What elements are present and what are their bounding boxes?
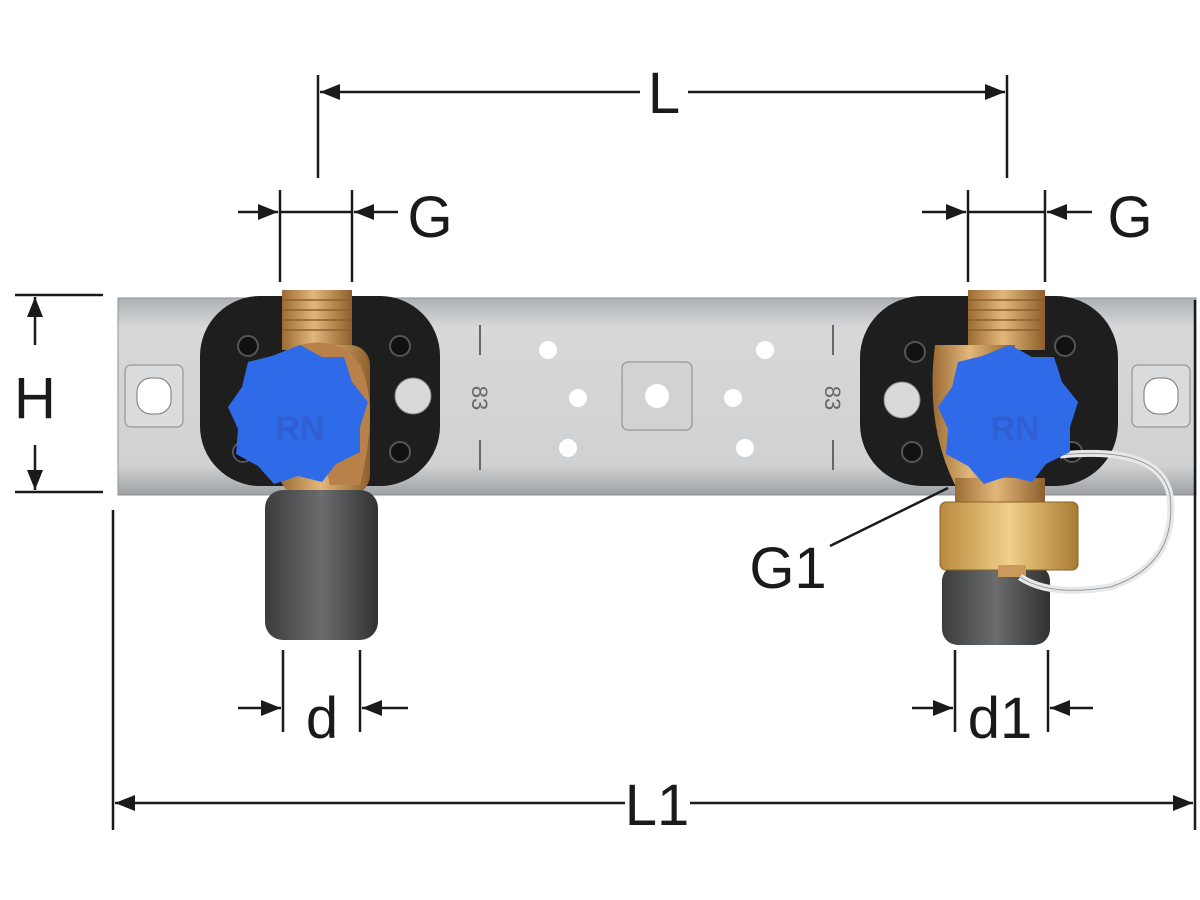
union-nut: [939, 501, 1079, 571]
screw-icon: [394, 377, 432, 415]
bracket-marking-right: 83: [820, 386, 845, 410]
knob-logo: RN: [990, 410, 1039, 448]
dimension-lines: [15, 75, 1197, 830]
screw-icon: [883, 381, 921, 419]
right-valve-assembly: RN: [860, 290, 1175, 645]
dimension-label-G-right: G: [1107, 185, 1152, 250]
press-coupling-left: [265, 490, 378, 640]
bracket-marking-left: 83: [467, 386, 492, 410]
dimension-labels: L G G H G1 d d1 L1: [14, 61, 1153, 838]
left-valve-assembly: RN: [200, 290, 440, 640]
dimension-label-d1: d1: [968, 686, 1033, 751]
dimension-label-L: L: [648, 61, 680, 126]
knob-logo: RN: [275, 410, 324, 448]
dimension-label-L1: L1: [625, 773, 690, 838]
blue-knob-right: RN: [938, 345, 1078, 484]
dimension-label-H: H: [14, 366, 56, 431]
dimension-label-G1: G1: [749, 536, 826, 601]
dimension-label-G-left: G: [407, 185, 452, 250]
press-coupling-right: [942, 565, 1050, 645]
blue-knob-left: RN: [228, 345, 368, 484]
dimension-label-d: d: [306, 686, 338, 751]
